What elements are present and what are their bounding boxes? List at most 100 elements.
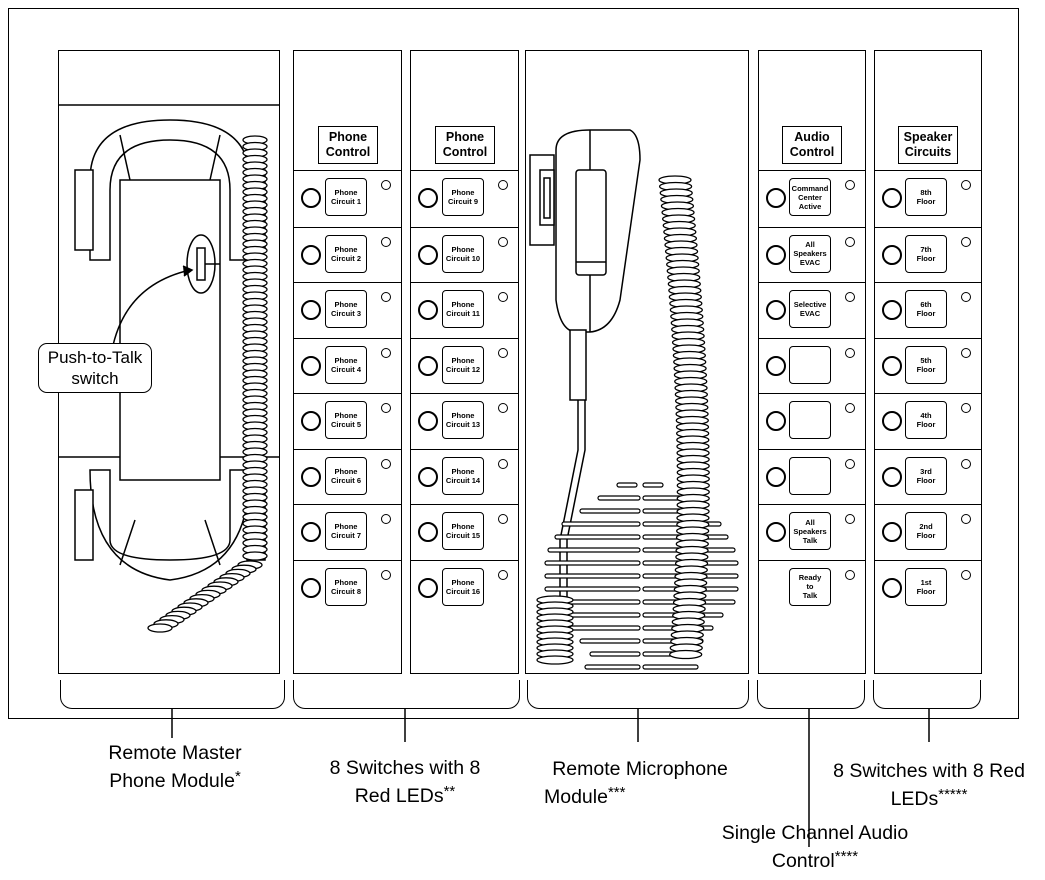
- switch-button[interactable]: Command Center Active: [789, 178, 831, 216]
- switch-indicator-circle[interactable]: [882, 355, 902, 376]
- switch-indicator-circle[interactable]: [418, 188, 438, 208]
- red-led: [498, 458, 508, 469]
- switch-button[interactable]: 3rd Floor: [905, 456, 947, 495]
- switch-indicator-circle[interactable]: [766, 466, 786, 487]
- switch-indicator-circle[interactable]: [301, 577, 321, 598]
- grille-slot: [554, 534, 641, 540]
- switch-button[interactable]: Phone Circuit 10: [442, 234, 484, 273]
- switch-button[interactable]: Phone Circuit 13: [442, 401, 484, 439]
- red-led: [961, 347, 971, 358]
- label-text: Phone Module: [109, 770, 235, 792]
- switch-indicator-circle[interactable]: [301, 522, 321, 542]
- switch-button[interactable]: Phone Circuit 12: [442, 345, 484, 384]
- switch-indicator-circle[interactable]: [882, 522, 902, 542]
- switch-button[interactable]: Phone Circuit 9: [442, 178, 484, 216]
- label-text: Red LEDs: [354, 785, 444, 807]
- switch-indicator-circle[interactable]: [301, 411, 321, 431]
- switch-button[interactable]: [789, 401, 831, 439]
- switch-indicator-circle[interactable]: [766, 300, 786, 320]
- switch-indicator-circle[interactable]: [418, 522, 438, 542]
- microphone-coiled-cord: [536, 175, 710, 665]
- switch-button[interactable]: Phone Circuit 3: [325, 290, 367, 328]
- switch-indicator-circle[interactable]: [766, 411, 786, 431]
- label-remote-microphone-module: Remote Microphone Module***: [530, 758, 750, 809]
- switch-button[interactable]: Phone Circuit 15: [442, 512, 484, 550]
- switch-button[interactable]: Phone Circuit 2: [325, 234, 367, 273]
- switch-indicator-circle[interactable]: [882, 244, 902, 265]
- switch-indicator-circle[interactable]: [418, 466, 438, 487]
- bracket-master-phone: [60, 680, 285, 709]
- switch-indicator-circle[interactable]: [418, 577, 438, 598]
- phone-coiled-cord: [147, 135, 268, 633]
- switch-row: Phone Circuit 14: [411, 448, 518, 505]
- switch-indicator-circle[interactable]: [301, 188, 321, 208]
- switch-row: 6th Floor: [875, 282, 981, 338]
- switch-indicator-circle[interactable]: [418, 355, 438, 376]
- switch-indicator-circle[interactable]: [766, 355, 786, 376]
- module-header-label: Phone Control: [435, 126, 495, 164]
- switch-button[interactable]: 8th Floor: [905, 178, 947, 216]
- switch-button[interactable]: All Speakers EVAC: [789, 234, 831, 273]
- switch-indicator-circle[interactable]: [882, 466, 902, 487]
- switch-button[interactable]: 4th Floor: [905, 401, 947, 439]
- switch-button[interactable]: Phone Circuit 6: [325, 456, 367, 495]
- switch-indicator-circle[interactable]: [418, 244, 438, 265]
- switch-row: All Speakers Talk: [759, 504, 865, 560]
- switch-indicator-circle[interactable]: [301, 300, 321, 320]
- switch-row: Phone Circuit 11: [411, 282, 518, 338]
- switch-button[interactable]: 1st Floor: [905, 567, 947, 606]
- switch-row: Phone Circuit 13: [411, 393, 518, 449]
- module-header-divider: [411, 51, 518, 171]
- switch-button[interactable]: Phone Circuit 16: [442, 567, 484, 606]
- cord-coil-loop: [147, 623, 173, 633]
- speaker-circuits-module: Speaker Circuits 8th Floor 7th Floor 6th Fl…: [874, 50, 982, 674]
- switch-row: Command Center Active: [759, 171, 865, 227]
- bracket-microphone: [527, 680, 749, 709]
- switch-button[interactable]: All Speakers Talk: [789, 512, 831, 550]
- switch-indicator-circle[interactable]: [766, 244, 786, 265]
- footnote-stars: **: [443, 783, 456, 800]
- switch-row: Phone Circuit 3: [294, 282, 401, 338]
- grille-slot: [544, 573, 641, 579]
- switch-button[interactable]: Phone Circuit 1: [325, 178, 367, 216]
- switch-button[interactable]: 5th Floor: [905, 345, 947, 384]
- switch-indicator-circle[interactable]: [766, 522, 786, 542]
- switch-indicator-circle[interactable]: [882, 188, 902, 208]
- switch-button[interactable]: Phone Circuit 5: [325, 401, 367, 439]
- label-line-1: 8 Switches with 8 Red: [833, 760, 1025, 782]
- switch-indicator-circle[interactable]: [882, 577, 902, 598]
- red-led: [498, 292, 508, 302]
- label-line-2: Control****: [690, 845, 940, 873]
- red-led: [381, 569, 391, 580]
- switch-indicator-circle[interactable]: [301, 466, 321, 487]
- switch-row: Phone Circuit 9: [411, 171, 518, 227]
- label-speaker-switches: 8 Switches with 8 Red LEDs*****: [815, 760, 1043, 811]
- switch-button[interactable]: [789, 456, 831, 495]
- switch-button[interactable]: Selective EVAC: [789, 290, 831, 328]
- switch-indicator-circle[interactable]: [418, 300, 438, 320]
- switch-indicator-circle[interactable]: [882, 411, 902, 431]
- switch-button[interactable]: 2nd Floor: [905, 512, 947, 550]
- switch-button[interactable]: Phone Circuit 4: [325, 345, 367, 384]
- switch-button[interactable]: Phone Circuit 8: [325, 567, 367, 606]
- switch-button[interactable]: Phone Circuit 14: [442, 456, 484, 495]
- switch-button[interactable]: Phone Circuit 11: [442, 290, 484, 328]
- switch-button[interactable]: 6th Floor: [905, 290, 947, 328]
- switch-button[interactable]: 7th Floor: [905, 234, 947, 273]
- switch-indicator-circle[interactable]: [301, 244, 321, 265]
- label-text: Control: [771, 850, 835, 872]
- switch-button[interactable]: [789, 345, 831, 384]
- switch-indicator-circle[interactable]: [418, 411, 438, 431]
- module-header-label: Speaker Circuits: [898, 126, 958, 164]
- switch-indicator-circle[interactable]: [882, 300, 902, 320]
- switch-indicator-circle[interactable]: [301, 355, 321, 376]
- red-led: [961, 236, 971, 247]
- label-line-1: 8 Switches with 8: [329, 757, 481, 779]
- red-led: [845, 403, 855, 413]
- switch-indicator-circle[interactable]: [766, 188, 786, 208]
- switch-button[interactable]: Phone Circuit 7: [325, 512, 367, 550]
- switch-row: [759, 448, 865, 505]
- switch-button[interactable]: Ready to Talk: [789, 567, 831, 606]
